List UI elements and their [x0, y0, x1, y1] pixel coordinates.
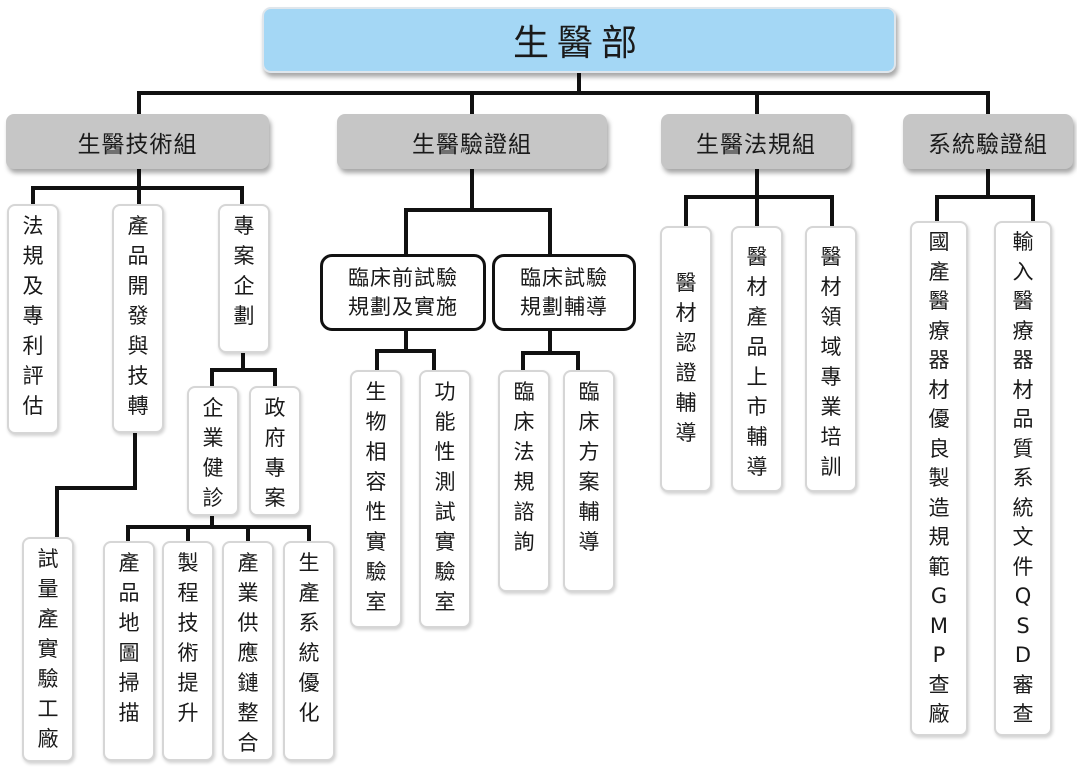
- node-patent-eval: 法規及專利評估: [7, 204, 59, 434]
- node-product-dev-label: 產品開發與技轉: [127, 214, 149, 418]
- node-project: 專案企劃: [218, 204, 270, 353]
- connector-product-dev-to-pilot: [55, 431, 137, 539]
- node-qsd-label: 輸入醫療器材品質系統文件QSD審查: [1012, 230, 1034, 726]
- node-map-scan-label: 產品地圖掃描: [118, 551, 140, 725]
- node-project-label: 專案企劃: [233, 214, 255, 328]
- node-process-label: 製程技術提升: [177, 551, 199, 725]
- node-bio-lab: 生物相容性實驗室: [350, 370, 402, 628]
- node-device-cert: 醫材認證輔導: [660, 226, 712, 492]
- node-gmp: 國產醫療器材優良製造規範GMP查廠: [910, 221, 968, 736]
- group-law: 生醫法規組: [661, 114, 851, 169]
- group-tech: 生醫技術組: [6, 114, 269, 169]
- subgroup-clinical: 臨床試驗 規劃輔導: [492, 254, 636, 331]
- node-bio-lab-label: 生物相容性實驗室: [365, 380, 387, 614]
- node-prod-sys: 生產系統優化: [283, 541, 335, 761]
- node-market: 醫材產品上市輔導: [731, 226, 783, 492]
- root-node: 生醫部: [262, 7, 896, 73]
- node-device-cert-label: 醫材認證輔導: [675, 271, 697, 445]
- node-reg-consult-label: 臨床法規諮詢: [513, 380, 535, 554]
- node-prod-sys-label: 生產系統優化: [298, 551, 320, 725]
- node-map-scan: 產品地圖掃描: [103, 541, 155, 761]
- node-product-dev: 產品開發與技轉: [112, 204, 164, 433]
- node-supply-label: 產業供應鏈整合: [237, 551, 259, 755]
- node-training-label: 醫材領域專業培訓: [820, 245, 842, 479]
- node-supply: 產業供應鏈整合: [222, 541, 274, 761]
- group-system: 系統驗證組: [903, 114, 1073, 169]
- node-pilot-label: 試量產實驗工廠: [37, 547, 59, 751]
- node-func-lab: 功能性測試實驗室: [419, 370, 471, 628]
- node-enterprise-label: 企業健診: [202, 396, 224, 510]
- node-patent-eval-label: 法規及專利評估: [22, 214, 44, 418]
- node-plan-guide-label: 臨床方案輔導: [578, 380, 600, 554]
- node-func-lab-label: 功能性測試實驗室: [434, 380, 456, 614]
- node-training: 醫材領域專業培訓: [805, 226, 857, 492]
- node-enterprise: 企業健診: [187, 386, 239, 516]
- node-qsd: 輸入醫療器材品質系統文件QSD審查: [994, 221, 1052, 736]
- node-pilot: 試量產實驗工廠: [22, 537, 74, 762]
- node-plan-guide: 臨床方案輔導: [563, 370, 615, 592]
- node-gov-label: 政府專案: [264, 396, 286, 510]
- node-reg-consult: 臨床法規諮詢: [498, 370, 550, 592]
- node-gov: 政府專案: [249, 386, 301, 516]
- node-gmp-label: 國產醫療器材優良製造規範GMP查廠: [928, 230, 950, 726]
- group-verify: 生醫驗證組: [337, 114, 607, 169]
- node-market-label: 醫材產品上市輔導: [746, 245, 768, 479]
- subgroup-preclinical: 臨床前試驗 規劃及實施: [320, 254, 486, 331]
- node-process: 製程技術提升: [162, 541, 214, 761]
